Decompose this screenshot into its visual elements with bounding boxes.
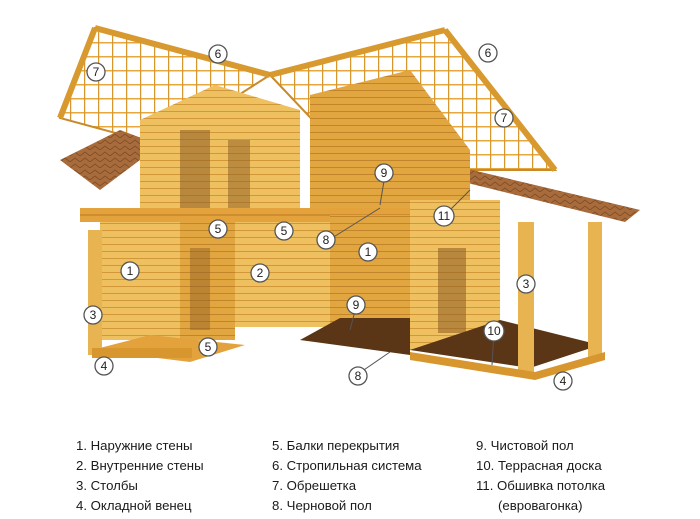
svg-text:3: 3 <box>523 277 530 291</box>
callout-7-right: 7 <box>494 108 514 128</box>
posts <box>88 222 602 372</box>
svg-text:3: 3 <box>90 308 97 322</box>
legend-item-ceiling-lining: 11. Обшивка потолка <box>476 478 606 493</box>
svg-text:1: 1 <box>127 264 134 278</box>
legend-item-rafter-system: 6. Стропильная система <box>272 458 422 473</box>
callout-1-right: 1 <box>358 242 378 262</box>
legend-item-sill-beam: 4. Окладной венец <box>76 498 192 513</box>
svg-text:4: 4 <box>560 374 567 388</box>
legend-item-posts: 3. Столбы <box>76 478 138 493</box>
callout-3-right: 3 <box>516 274 536 294</box>
callout-8-lower: 8 <box>348 366 368 386</box>
svg-text:5: 5 <box>281 224 288 238</box>
legend-column-2: 5. Балки перекрытия 6. Стропильная систе… <box>272 436 422 516</box>
legend-item-outer-walls: 1. Наружние стены <box>76 438 193 453</box>
callout-4-left: 4 <box>94 356 114 376</box>
svg-text:7: 7 <box>501 111 508 125</box>
ground-walls <box>100 200 500 350</box>
callout-9-lower: 9 <box>346 295 366 315</box>
svg-text:9: 9 <box>381 166 388 180</box>
svg-text:4: 4 <box>101 359 108 373</box>
callout-3-left: 3 <box>83 305 103 325</box>
sill-beam <box>92 348 605 380</box>
callout-2: 2 <box>250 263 270 283</box>
svg-text:8: 8 <box>323 233 330 247</box>
legend-item-finish-floor: 9. Чистовой пол <box>476 438 574 453</box>
callout-5-upper-left: 5 <box>208 219 228 239</box>
svg-text:1: 1 <box>365 245 372 259</box>
legend-item-lath: 7. Обрешетка <box>272 478 357 493</box>
svg-text:8: 8 <box>355 369 362 383</box>
svg-text:2: 2 <box>257 266 264 280</box>
svg-text:7: 7 <box>93 65 100 79</box>
legend: 1. Наружние стены 2. Внутренние стены 3.… <box>0 436 700 516</box>
callout-11-upper: 11 <box>433 205 455 227</box>
callout-1-left: 1 <box>120 261 140 281</box>
callout-10: 10 <box>483 320 505 342</box>
house-frame-diagram: 6 7 6 7 9 11 5 5 8 1 2 1 3 3 9 10 5 4 8 … <box>57 25 640 391</box>
legend-item-inner-walls: 2. Внутренние стены <box>76 458 204 473</box>
legend-item-floor-beams: 5. Балки перекрытия <box>272 438 400 453</box>
callout-6-left: 6 <box>208 44 228 64</box>
svg-text:5: 5 <box>215 222 222 236</box>
callout-5-upper-mid: 5 <box>274 221 294 241</box>
callout-9-upper: 9 <box>374 163 394 183</box>
svg-text:5: 5 <box>205 340 212 354</box>
callout-5-lower: 5 <box>198 337 218 357</box>
callout-8-upper: 8 <box>316 230 336 250</box>
legend-column-3: 9. Чистовой пол 10. Террасная доска 11. … <box>476 436 605 516</box>
svg-text:9: 9 <box>353 298 360 312</box>
callout-6-right: 6 <box>478 43 498 63</box>
legend-item-subfloor: 8. Черновой пол <box>272 498 372 513</box>
svg-text:11: 11 <box>438 209 451 223</box>
svg-text:6: 6 <box>485 46 492 60</box>
legend-item-ceiling-lining-note: (евровагонка) <box>498 498 583 513</box>
upper-walls <box>140 70 470 215</box>
svg-text:10: 10 <box>487 324 501 338</box>
callout-4-right: 4 <box>553 371 573 391</box>
svg-text:6: 6 <box>215 47 222 61</box>
legend-item-terrace-board: 10. Террасная доска <box>476 458 602 473</box>
legend-column-1: 1. Наружние стены 2. Внутренние стены 3.… <box>76 436 204 516</box>
callout-7-left: 7 <box>86 62 106 82</box>
